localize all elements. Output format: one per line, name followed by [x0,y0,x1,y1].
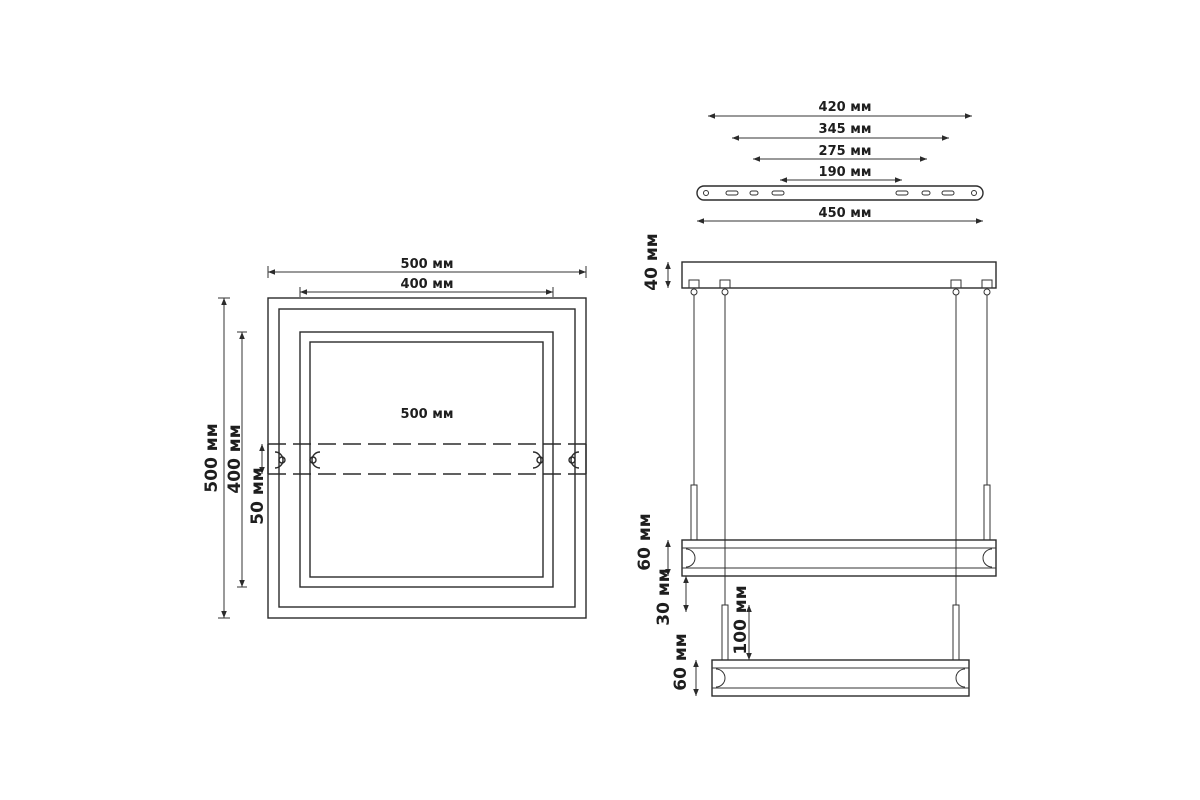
inner-frame [299,331,554,588]
dim-345: 345 мм [819,122,872,137]
upper-frame-end-cap [685,548,696,568]
mounting-bar [696,185,984,201]
inner-frame-inner-edge [309,341,544,578]
outer-frame-inner-edge [278,308,576,608]
mounting-bar-slots [703,190,977,196]
dim-drop: 100 мм [731,585,751,654]
cable-sleeve [983,484,991,541]
dim-canopy-height: 40 мм [642,233,662,290]
lower-frame [711,659,970,697]
dim-outer-height: 500 мм [202,423,222,492]
dim-inner-height: 400 мм [225,424,245,493]
dim-bracket-width: 500 мм [401,407,454,422]
dim-frame-gap: 30 мм [654,568,674,625]
side-view: 40 мм 60 мм 30 мм 100 мм 60 мм [635,233,997,697]
cable-sleeve [690,484,698,541]
upper-frame [681,539,997,577]
cable-sleeve [952,604,960,661]
canopy [681,261,997,289]
mounting-bar-view: 420 мм 345 мм 275 мм 190 мм 450 мм [696,100,984,224]
dim-upper-frame-height: 60 мм [635,513,655,570]
dim-190: 190 мм [819,165,872,180]
dim-420: 420 мм [819,100,872,115]
suspension-anchors [688,279,993,296]
upper-frame-end-cap [982,548,993,568]
dim-bracket-height: 50 мм [248,467,268,524]
front-view: 500 мм 400 мм 500 мм 500 мм 400 мм 50 мм [202,257,587,619]
dim-inner-width: 400 мм [401,277,454,292]
cable-sleeve [721,604,729,661]
lower-frame-end-cap [715,668,726,688]
dim-275: 275 мм [819,144,872,159]
dim-lower-frame-height: 60 мм [671,633,691,690]
bracket-mount-points [274,451,580,469]
dim-outer-width: 500 мм [401,257,454,272]
lower-frame-end-cap [955,668,966,688]
dim-450: 450 мм [819,206,872,221]
